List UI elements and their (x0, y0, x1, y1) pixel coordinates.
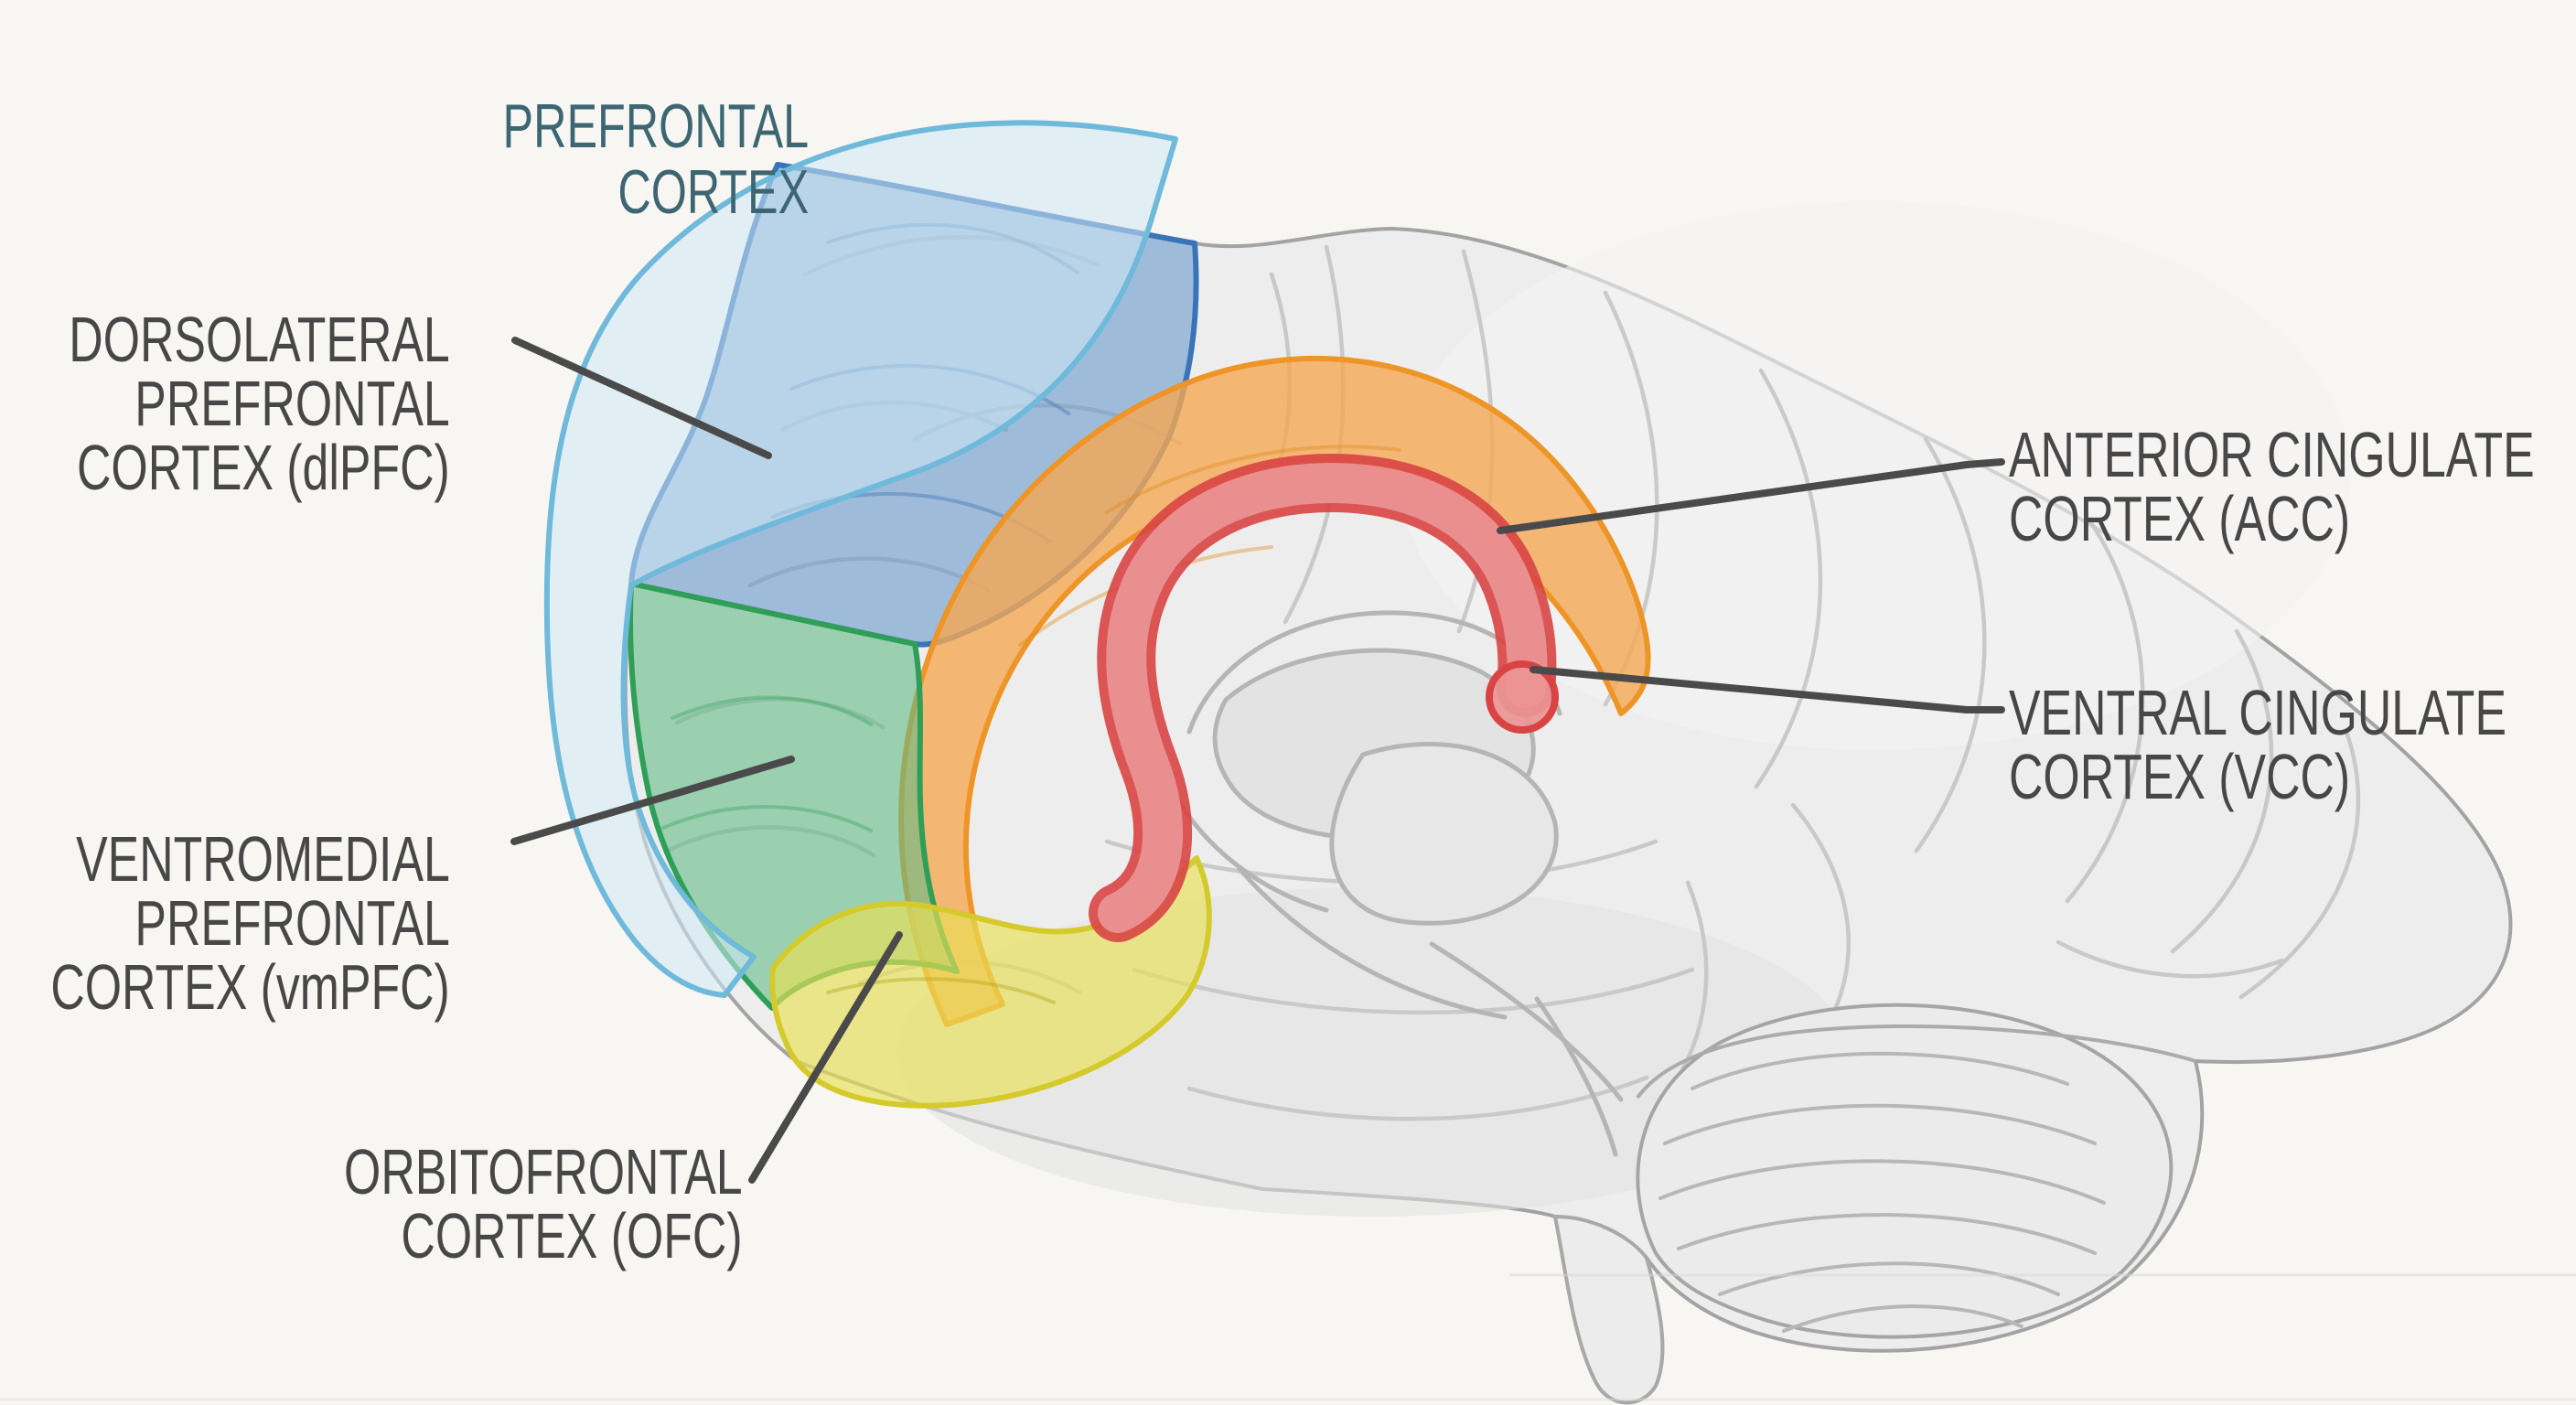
leader-line-dlpfc (511, 337, 772, 459)
label-line: CORTEX (617, 157, 809, 227)
label-line: PREFRONTAL (134, 887, 450, 959)
midbrain-line (1429, 941, 1624, 1102)
region-acc (898, 355, 1651, 1027)
striation-line (1718, 1261, 2060, 1296)
fornix-line (1237, 866, 1508, 1020)
label-ofc: ORBITOFRONTAL CORTEX (OFC) (344, 1140, 743, 1268)
label-line: ORBITOFRONTAL (344, 1136, 743, 1207)
thalamus-shape (1329, 742, 1559, 926)
brain-stem (1552, 1214, 1665, 1405)
leader-line-vcc (1530, 666, 2005, 713)
deep-structures (1173, 610, 1624, 1157)
region-prefrontal-band (543, 120, 1178, 998)
label-line: CORTEX (VCC) (2009, 741, 2351, 812)
label-line: PREFRONTAL (134, 368, 450, 439)
label-line: CORTEX (OFC) (401, 1200, 743, 1271)
occipital-cerebellum-boundary (1636, 1024, 2196, 1099)
striation-line (1677, 1213, 2097, 1255)
leader-line-vmpfc (510, 756, 795, 845)
vcc-club-end (1486, 660, 1559, 734)
gyrus-line (2238, 729, 2361, 1000)
cerebellum (1636, 1003, 2196, 1339)
label-line: VENTROMEDIAL (76, 823, 450, 895)
label-vcc: VENTRAL CINGULATE CORTEX (VCC) (2009, 681, 2506, 809)
gyrus-line (1132, 967, 1695, 1015)
label-line: DORSOLATERAL (69, 304, 450, 375)
leader-lines (510, 337, 2005, 1184)
gyrus-line (661, 805, 873, 832)
striation-line (1782, 1304, 2023, 1333)
gyrus-line (1105, 445, 1401, 514)
label-acc: ANTERIOR CINGULATE CORTEX (ACC) (2009, 423, 2535, 551)
gyrus-line (2055, 939, 2285, 979)
ofc-gyrus (826, 977, 1056, 1004)
label-line: CORTEX (vmPFC) (50, 951, 450, 1023)
midbrain-line (1534, 996, 1618, 1157)
vcc-ribbon-fill (1098, 462, 1548, 933)
label-dlpfc: DORSOLATERAL PREFRONTAL CORTEX (dlPFC) (70, 307, 450, 499)
label-line: CORTEX (dlPFC) (77, 432, 450, 503)
cerebellum-striations (1658, 1051, 2106, 1333)
region-overlays (543, 120, 1651, 1109)
region-ofc (769, 855, 1212, 1109)
leader-line-ofc (748, 931, 903, 1184)
striation-line (1690, 1051, 2069, 1090)
label-line: PREFRONTAL (502, 91, 809, 161)
striation-line (1663, 1103, 2097, 1145)
leader-line-acc (1497, 458, 2005, 534)
label-line: ANTERIOR CINGULATE (2009, 419, 2535, 490)
region-vcc (1089, 453, 1559, 942)
label-prefrontal-cortex: PREFRONTAL CORTEX (502, 93, 809, 225)
label-line: CORTEX (ACC) (2009, 483, 2351, 554)
gyrus-line (1914, 436, 1987, 853)
gyrus-line (2170, 628, 2274, 954)
label-vmpfc: VENTROMEDIAL PREFRONTAL CORTEX (vmPFC) (51, 827, 450, 1019)
cerebellum-outline (1636, 1003, 2174, 1339)
label-line: VENTRAL CINGULATE (2009, 677, 2507, 748)
gyrus-line (671, 695, 873, 726)
gyrus-line (1754, 368, 1823, 789)
gyrus-line (2065, 519, 2145, 904)
striation-line (1658, 1159, 2106, 1205)
vmpfc-gyri (661, 695, 873, 832)
